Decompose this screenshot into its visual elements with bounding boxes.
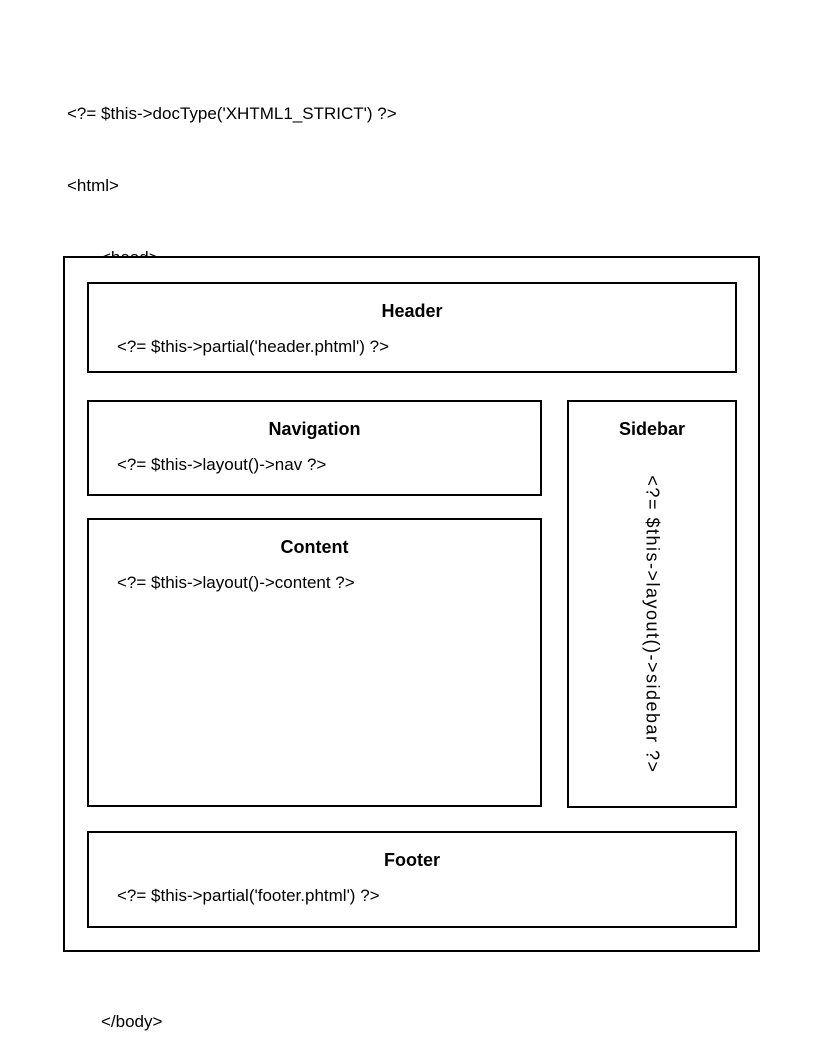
sidebar-box-title: Sidebar bbox=[618, 419, 686, 439]
sidebar-rotated-code-wrap: <?= $this->layout()->sidebar ?> bbox=[569, 450, 735, 798]
bottom-code-block: </body> </html> bbox=[67, 962, 162, 1056]
body-layout-outer-box: Header <?= $this->partial('header.phtml'… bbox=[63, 256, 760, 952]
footer-box-title: Footer bbox=[384, 850, 440, 870]
sidebar-box: Sidebar <?= $this->layout()->sidebar ?> bbox=[567, 400, 737, 808]
header-box-title: Header bbox=[381, 301, 443, 321]
content-box: Content <?= $this->layout()->content ?> bbox=[87, 518, 542, 807]
code-line-doctype: <?= $this->docType('XHTML1_STRICT') ?> bbox=[67, 104, 397, 123]
footer-box: Footer <?= $this->partial('footer.phtml'… bbox=[87, 831, 737, 928]
sidebar-box-code: <?= $this->layout()->sidebar ?> bbox=[642, 474, 663, 774]
navigation-box-title: Navigation bbox=[268, 419, 361, 439]
header-box-code: <?= $this->partial('header.phtml') ?> bbox=[117, 337, 390, 356]
header-box: Header <?= $this->partial('header.phtml'… bbox=[87, 282, 737, 373]
content-box-title: Content bbox=[280, 537, 349, 557]
content-box-code: <?= $this->layout()->content ?> bbox=[117, 573, 355, 592]
code-line-html-open: <html> bbox=[67, 176, 119, 195]
footer-box-code: <?= $this->partial('footer.phtml') ?> bbox=[117, 886, 380, 905]
navigation-box-code: <?= $this->layout()->nav ?> bbox=[117, 455, 327, 474]
code-line-body-close: </body> bbox=[101, 1012, 163, 1031]
navigation-box: Navigation <?= $this->layout()->nav ?> bbox=[87, 400, 542, 496]
